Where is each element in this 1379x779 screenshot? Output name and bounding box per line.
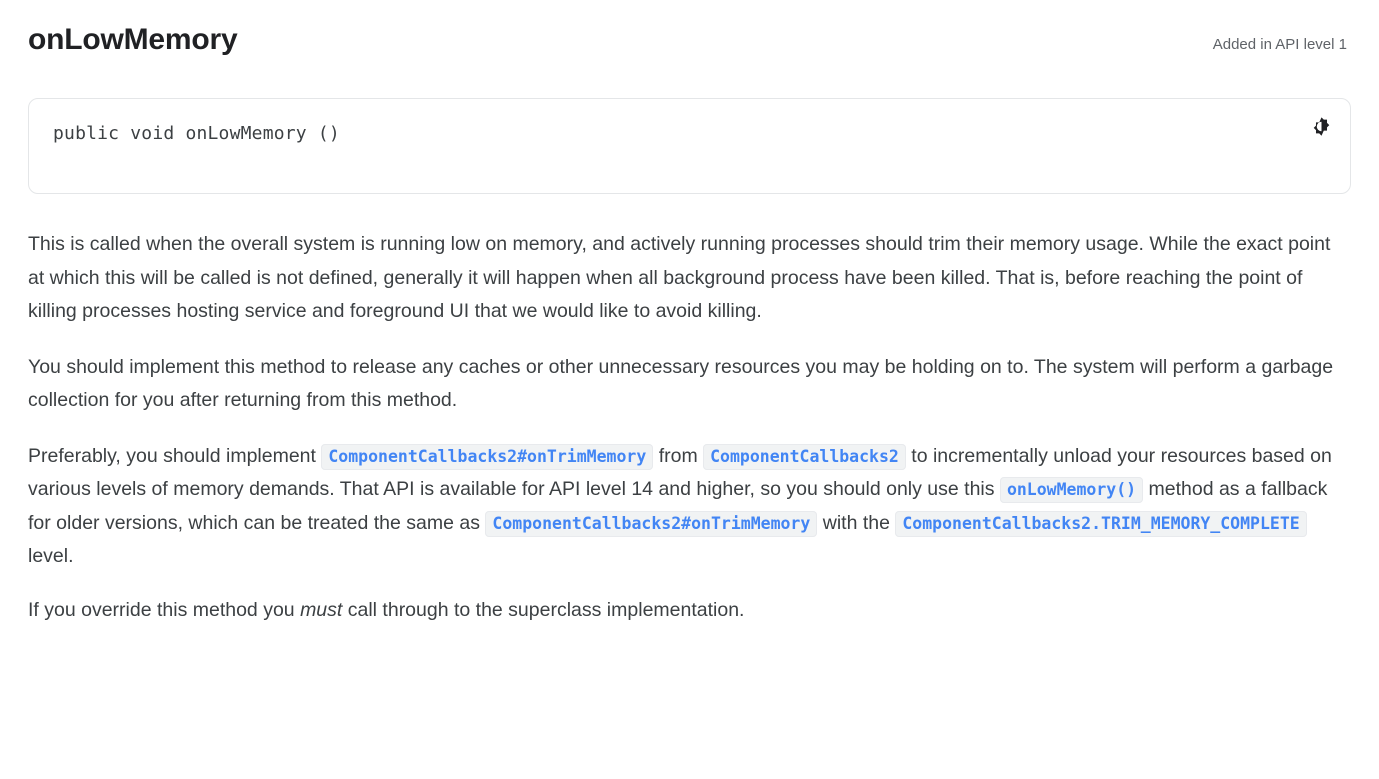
text-segment: Preferably, you should implement (28, 444, 316, 467)
text-segment: level. (28, 545, 74, 568)
code-chip-component-callbacks2[interactable]: ComponentCallbacks2 (703, 443, 906, 470)
emphasis-must: must (300, 598, 343, 621)
text-segment: method as a fallback for older versions,… (28, 478, 1328, 534)
code-chip-on-trim-memory-2[interactable]: ComponentCallbacks2#onTrimMemory (485, 510, 818, 537)
text-segment: call through to the superclass implement… (347, 598, 745, 621)
brightness-toggle-icon (1311, 116, 1332, 140)
text-segment: If you override this method you (28, 598, 295, 621)
paragraph-trim-memory: Preferably, you should implement Compone… (28, 440, 1351, 574)
method-signature-code: public void onLowMemory () (53, 123, 340, 144)
page-header: onLowMemory Added in API level 1 (28, 22, 1351, 62)
method-signature-block: public void onLowMemory () (28, 98, 1351, 194)
api-level-label: Added in API level 1 (1212, 36, 1347, 53)
code-chip-trim-memory-complete[interactable]: ComponentCallbacks2.TRIM_MEMORY_COMPLETE (895, 510, 1307, 537)
theme-toggle-button[interactable] (1304, 111, 1338, 145)
paragraph-overview: This is called when the overall system i… (28, 233, 1331, 323)
paragraph-implementation: You should implement this method to rele… (28, 355, 1334, 412)
code-chip-on-low-memory[interactable]: onLowMemory() (999, 477, 1144, 504)
description-body: This is called when the overall system i… (28, 228, 1351, 627)
page-title: onLowMemory (28, 23, 238, 56)
text-segment: with the (822, 511, 890, 534)
text-segment: from (658, 444, 698, 467)
text-segment: to incrementally unload your resources b… (28, 444, 1332, 501)
code-chip-on-trim-memory[interactable]: ComponentCallbacks2#onTrimMemory (321, 443, 654, 470)
paragraph-superclass-note: If you override this method you must cal… (28, 594, 1351, 628)
